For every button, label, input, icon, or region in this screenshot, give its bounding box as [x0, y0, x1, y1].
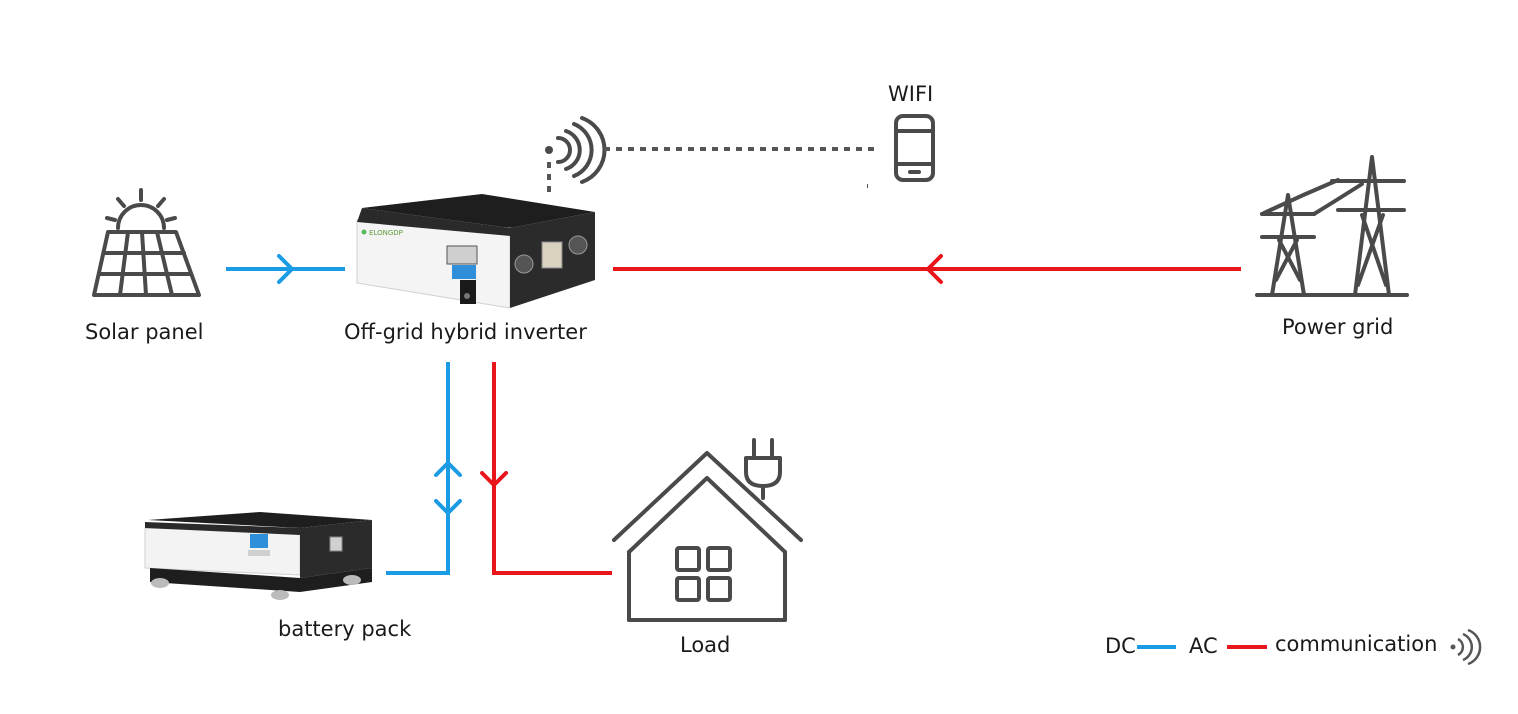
- legend: [1137, 628, 1482, 666]
- label-load: Load: [680, 633, 731, 657]
- label-battery-pack: battery pack: [278, 617, 412, 641]
- legend-communication-label: communication: [1275, 632, 1438, 656]
- label-inverter: Off-grid hybrid inverter: [344, 320, 587, 344]
- battery-pack-image: [144, 512, 372, 600]
- legend-dc-label: DC: [1105, 634, 1136, 658]
- power-grid-icon: [1255, 155, 1409, 297]
- inverter-brand-text: ELONGDP: [369, 229, 403, 237]
- label-power-grid: Power grid: [1282, 315, 1394, 339]
- house-load-icon: [612, 438, 803, 622]
- inverter-signal-icon: [545, 116, 607, 184]
- grid-to-inverter-ac-line: [613, 254, 1241, 284]
- label-solar-panel: Solar panel: [85, 320, 204, 344]
- label-wifi: WIFI: [888, 82, 934, 106]
- legend-ac-label: AC: [1189, 634, 1218, 658]
- inverter-load-ac-line: [480, 362, 612, 575]
- solar-panel-icon: [92, 188, 201, 297]
- legend-communication-icon: [1450, 628, 1482, 666]
- solar-to-inverter-dc-line: [226, 254, 345, 284]
- phone-icon: [894, 114, 935, 182]
- inverter-image: ELONGDP: [356, 194, 595, 309]
- inverter-battery-dc-line: [386, 362, 462, 575]
